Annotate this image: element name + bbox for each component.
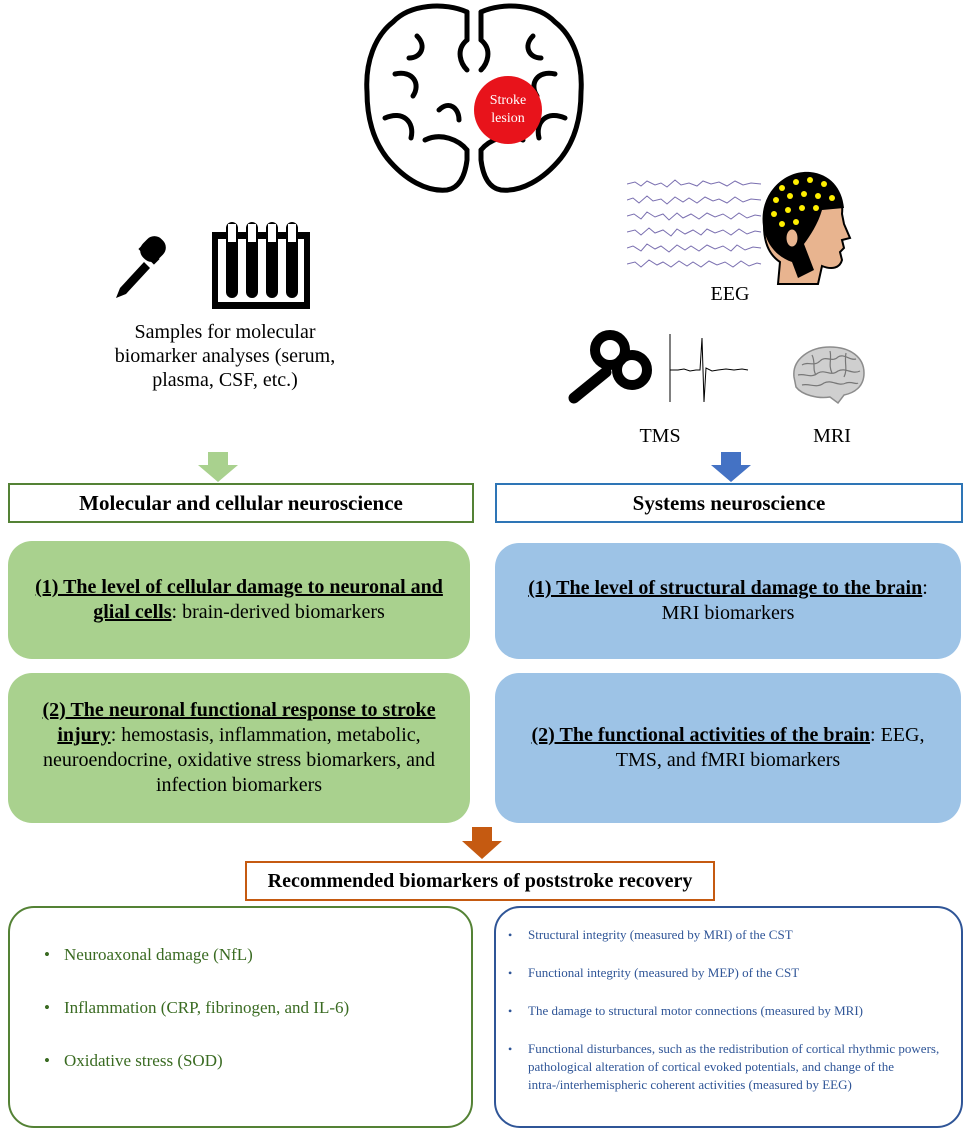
eeg-label: EEG xyxy=(710,283,750,305)
list-item: Oxidative stress (SOD) xyxy=(44,1050,349,1072)
functional-response-card: (2) The neuronal functional response to … xyxy=(8,673,470,823)
green-down-arrow xyxy=(198,452,238,482)
eeg-traces xyxy=(627,179,762,268)
list-item: The damage to structural motor connectio… xyxy=(508,1002,953,1020)
mep-waveform xyxy=(669,334,749,403)
cellular-damage-card: (1) The level of cellular damage to neur… xyxy=(8,541,470,659)
tms-coil-icon xyxy=(568,330,652,404)
mri-brain-image xyxy=(793,346,865,405)
structural-damage-card: (1) The level of structural damage to th… xyxy=(495,543,961,659)
cellular-damage-detail: : brain-derived biomarkers xyxy=(171,601,385,623)
functional-response-detail: : hemostasis, inflammation, metabolic, n… xyxy=(42,724,436,796)
recommended-biomarkers-header: Recommended biomarkers of poststroke rec… xyxy=(245,861,715,901)
structural-damage-detail: : MRI biomarkers xyxy=(661,577,928,624)
list-item: Inflammation (CRP, fibrinogen, and IL-6) xyxy=(44,997,349,1019)
stroke-label-line2: lesion xyxy=(491,111,525,126)
stroke-label-line1: Stroke xyxy=(489,93,527,108)
functional-response-title: (2) The neuronal functional response to … xyxy=(42,699,436,746)
cellular-damage-title: (1) The level of cellular damage to neur… xyxy=(35,576,443,623)
stroke-lesion-label: Stroke lesion xyxy=(470,80,546,140)
orange-down-arrow xyxy=(462,827,502,859)
molecular-recommendations-box: Neuroaxonal damage (NfL) Inflammation (C… xyxy=(8,906,473,1128)
systems-recommendations-box: Structural integrity (measured by MRI) o… xyxy=(494,906,963,1128)
samples-caption: Samples for molecular biomarker analyses… xyxy=(114,321,336,391)
list-item: Functional integrity (measured by MEP) o… xyxy=(508,964,953,982)
tms-label: TMS xyxy=(639,425,681,447)
mri-label: MRI xyxy=(813,425,851,447)
list-item: Structural integrity (measured by MRI) o… xyxy=(508,926,953,944)
systems-neuroscience-header: Systems neuroscience xyxy=(495,483,963,523)
list-item: Neuroaxonal damage (NfL) xyxy=(44,944,349,966)
systems-recommendations-list: Structural integrity (measured by MRI) o… xyxy=(508,926,953,1114)
brain-illustration xyxy=(364,3,584,193)
blue-down-arrow xyxy=(711,452,751,482)
functional-activities-title: (2) The functional activities of the bra… xyxy=(531,724,871,746)
molecular-recommendations-list: Neuroaxonal damage (NfL) Inflammation (C… xyxy=(44,944,349,1103)
functional-activities-card: (2) The functional activities of the bra… xyxy=(495,673,961,823)
test-tube-rack-icon xyxy=(212,222,310,309)
structural-damage-title: (1) The level of structural damage to th… xyxy=(528,577,923,599)
dropper-icon xyxy=(116,236,166,298)
eeg-head-icon xyxy=(762,171,852,285)
functional-activities-detail: : EEG, TMS, and fMRI biomarkers xyxy=(615,724,925,771)
stroke-lesion-marker xyxy=(474,76,542,144)
molecular-cellular-header: Molecular and cellular neuroscience xyxy=(8,483,474,523)
list-item: Functional disturbances, such as the red… xyxy=(508,1040,953,1094)
